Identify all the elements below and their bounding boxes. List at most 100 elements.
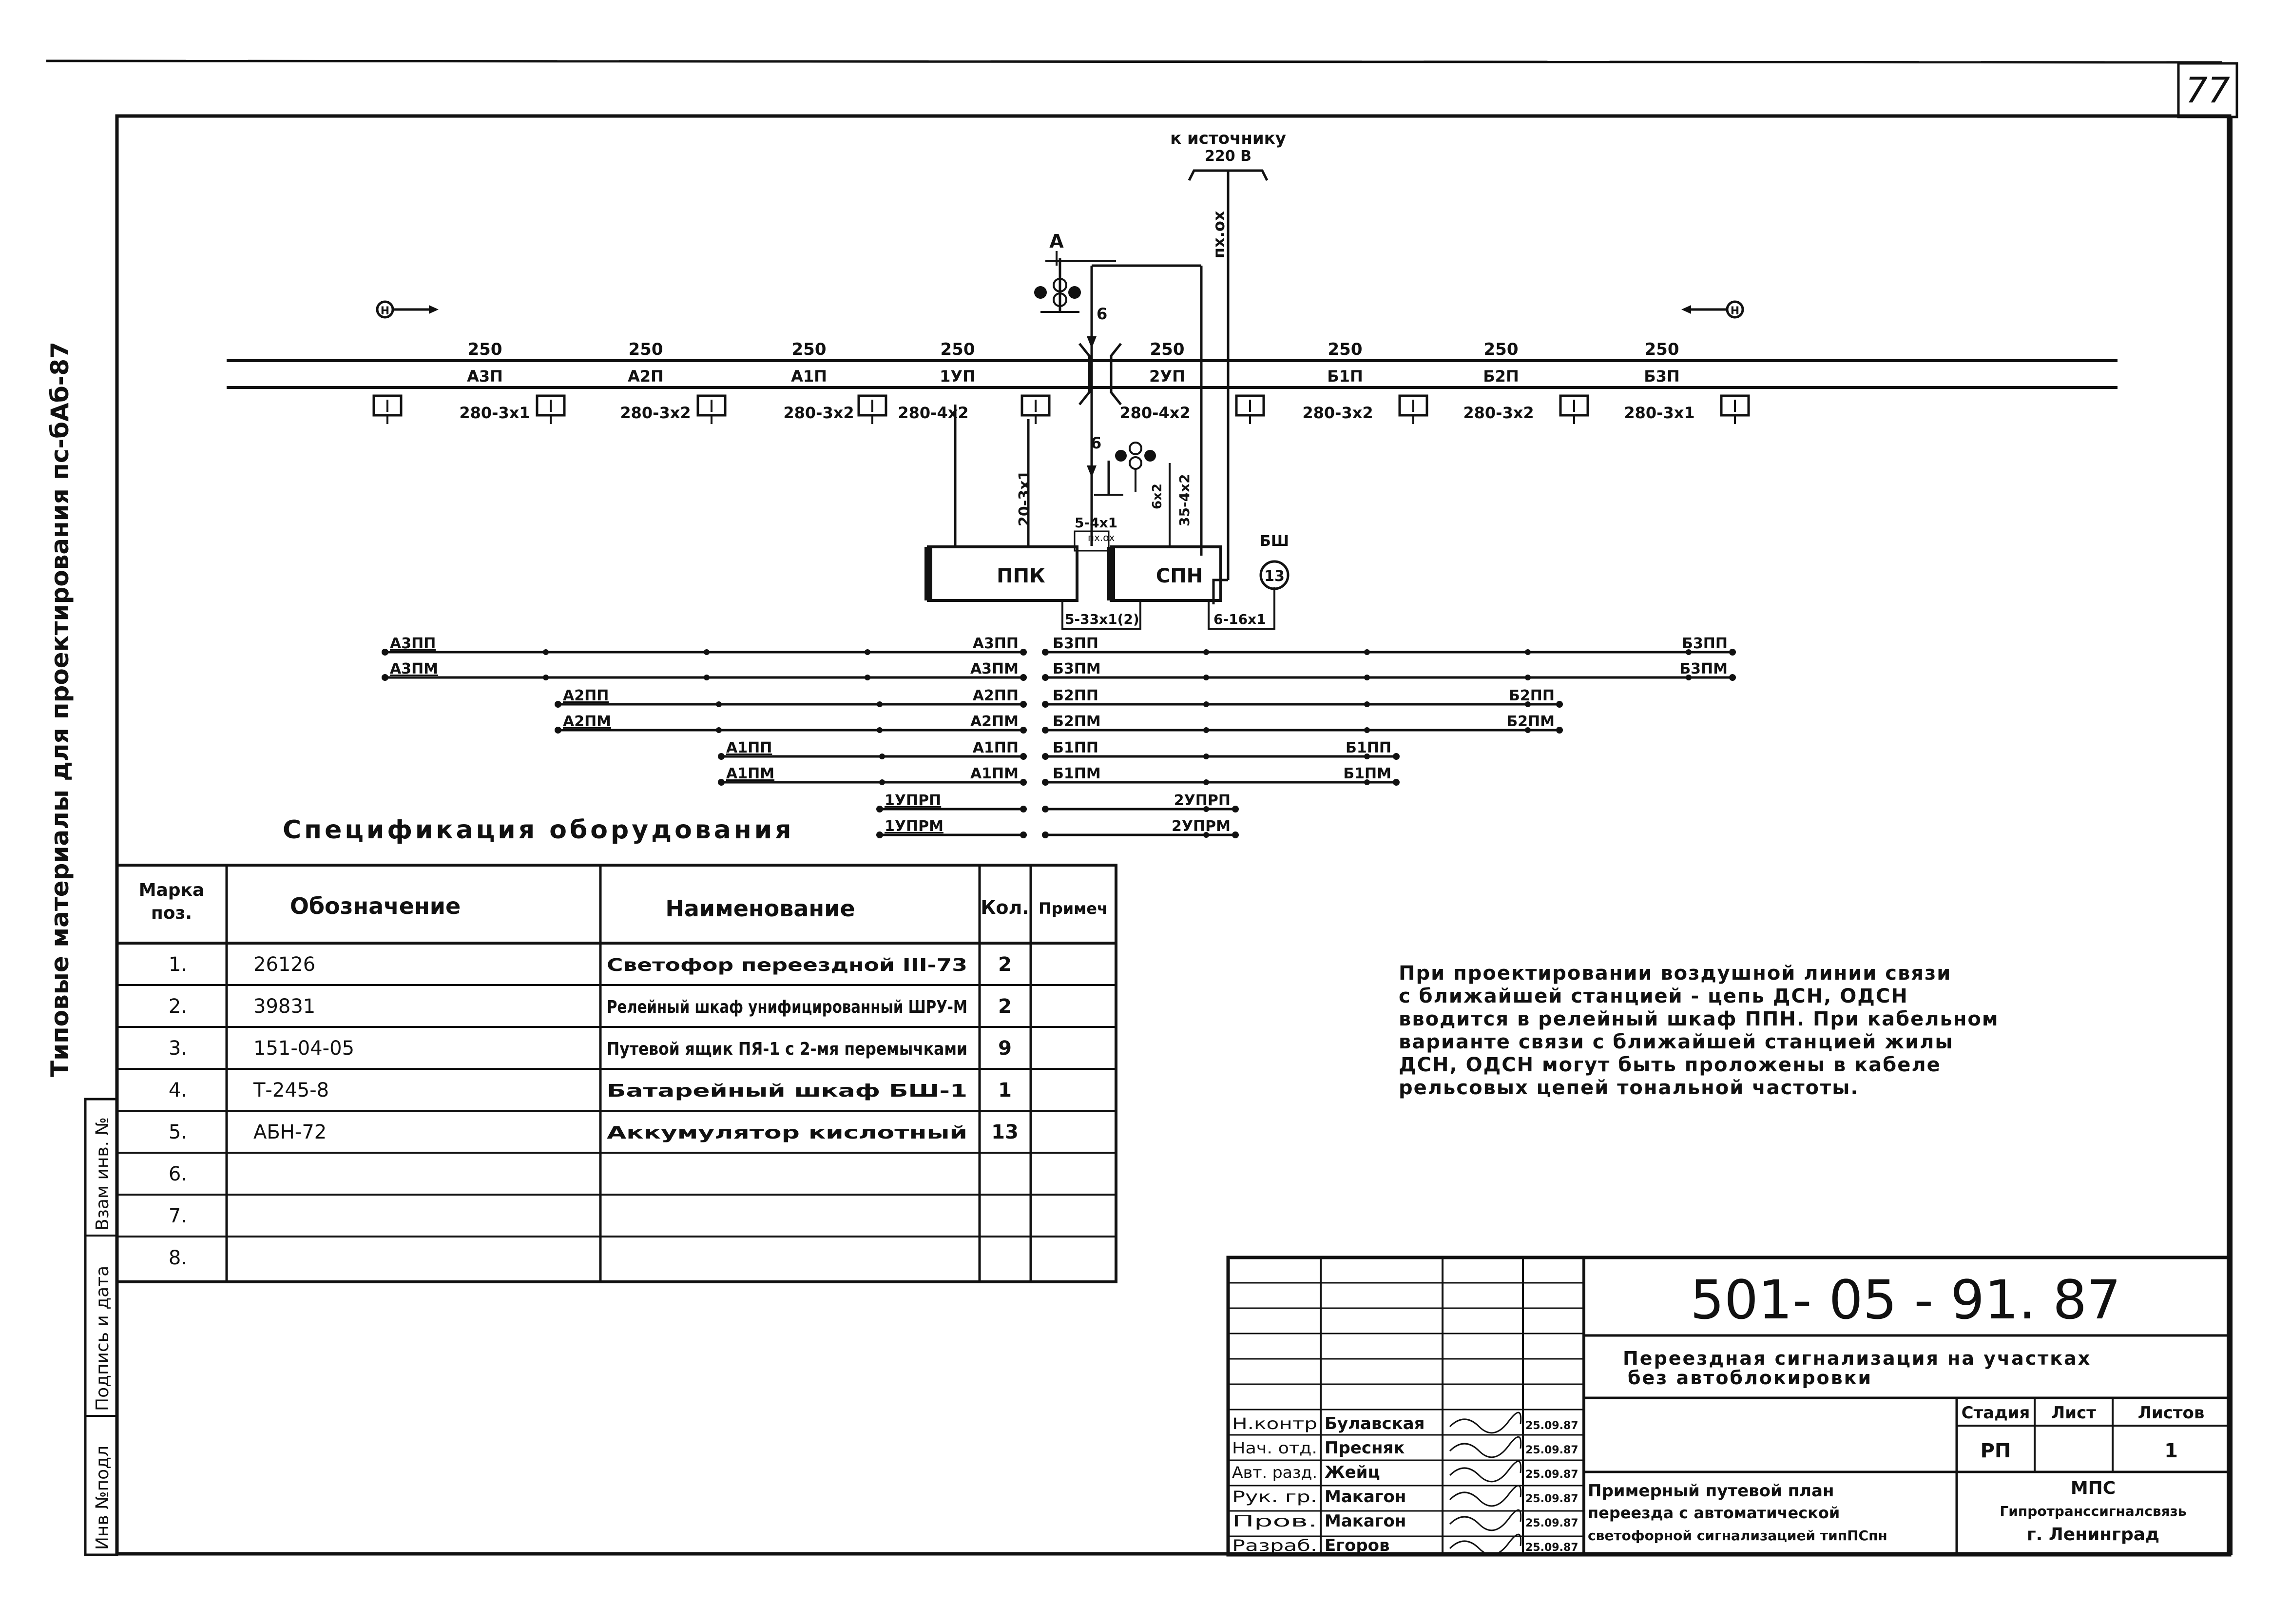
circuit-start-label: Б3ПМ bbox=[1053, 660, 1101, 677]
circuit-dot bbox=[1203, 806, 1209, 812]
segment-name: А2П bbox=[628, 367, 664, 386]
note-line: рельсовых цепей тональной частоты. bbox=[1399, 1077, 1859, 1099]
segment-name: А3П bbox=[467, 367, 503, 386]
circuit-dot bbox=[1020, 674, 1027, 681]
circuit-end-label: А1ПМ bbox=[970, 765, 1019, 782]
track-boxes bbox=[372, 394, 1750, 424]
sheets-value: 1 bbox=[2164, 1440, 2178, 1462]
cable-label-right: 280-3х2 bbox=[1463, 404, 1534, 422]
circuit-start-label: А3ПМ bbox=[390, 660, 438, 677]
circuit-dot bbox=[1042, 806, 1049, 812]
circuit-dot bbox=[1729, 674, 1736, 681]
circuit-end-label: А1ПП bbox=[973, 739, 1019, 756]
drawing-name-line2: переезда с автоматической bbox=[1588, 1504, 1840, 1522]
segment-length: 250 bbox=[1150, 340, 1185, 359]
circuit-dot bbox=[1042, 674, 1049, 681]
tb-staff-date: 25.09.87 bbox=[1525, 1493, 1579, 1505]
tb-staff-role: Рук. гр. bbox=[1232, 1488, 1317, 1506]
stage-value: РП bbox=[1981, 1440, 2011, 1462]
circuit-dot bbox=[1556, 701, 1563, 708]
signal-b-lamp-bottom bbox=[1129, 456, 1142, 470]
circuit-dot bbox=[1020, 831, 1027, 838]
circuit-dot bbox=[1203, 754, 1209, 759]
circuit-dot bbox=[382, 649, 388, 656]
signal-b-lamp-top bbox=[1129, 442, 1142, 455]
circuit-start-label: А1ПМ bbox=[726, 765, 774, 782]
tb-staff-role: Пров. bbox=[1232, 1512, 1317, 1530]
circuit-end-label: Б2ПП bbox=[1509, 687, 1555, 704]
battery-symbol bbox=[1259, 560, 1290, 590]
cable-5-33-line bbox=[1061, 600, 1141, 630]
inv-podl-label: Инв №подл bbox=[93, 1446, 113, 1550]
spec-cell-pos: 5. bbox=[169, 1121, 187, 1143]
circuit-start-label: А2ПМ bbox=[563, 713, 611, 730]
spec-cell-name: Аккумулятор кислотный bbox=[607, 1123, 967, 1143]
circuit-dot bbox=[877, 701, 883, 707]
circuit-end-label: А2ПП bbox=[973, 687, 1019, 704]
ppk-label: ППК bbox=[997, 565, 1045, 587]
note-line: При проектировании воздушной линии связи bbox=[1399, 962, 1951, 985]
circuit-dot bbox=[1203, 779, 1209, 785]
circuit-dot bbox=[555, 701, 561, 708]
podpis-data-label: Подпись и дата bbox=[93, 1266, 113, 1411]
circuit-start-label: А2ПП bbox=[563, 687, 609, 704]
spec-cell-qty: 9 bbox=[998, 1037, 1012, 1060]
circuit-dot bbox=[876, 806, 883, 812]
signal-a-lamp-top bbox=[1053, 278, 1067, 292]
right-direction-arrowhead bbox=[1681, 305, 1691, 314]
segment-name: Б2П bbox=[1483, 367, 1519, 386]
circuit-start-label: Б3ПП bbox=[1053, 635, 1098, 652]
track-box bbox=[1720, 394, 1750, 417]
page-number: 77 bbox=[2185, 70, 2230, 111]
track-segments: 250А3П250А2П250А1П2501УП2502УП250Б1П250Б… bbox=[459, 340, 1694, 422]
cable-label-right: 280-3х2 bbox=[1302, 404, 1373, 422]
circuit-end-label: А2ПМ bbox=[970, 713, 1019, 730]
spec-cell-qty: 2 bbox=[998, 953, 1012, 976]
tb-staff-signature bbox=[1449, 1509, 1522, 1531]
circuit-end-label: Б1ПП bbox=[1346, 739, 1391, 756]
tb-staff-name: Пресняк bbox=[1325, 1438, 1405, 1458]
circuit-start-label: Б1ПМ bbox=[1053, 765, 1101, 782]
tb-staff-signature bbox=[1449, 1485, 1522, 1507]
circuit-dot bbox=[877, 727, 883, 733]
signal-b-lamp-left bbox=[1115, 450, 1127, 462]
circuit-end-label: А3ПП bbox=[973, 635, 1019, 652]
doc-code: 501- 05 - 91. 87 bbox=[1690, 1269, 2121, 1331]
tb-staff-role: Нач. отд. bbox=[1232, 1439, 1317, 1457]
circuit-dot bbox=[879, 754, 885, 759]
circuit-dot bbox=[1042, 701, 1049, 708]
circuit-dot bbox=[1203, 727, 1209, 733]
circuit-end-label: Б3ПМ bbox=[1679, 660, 1728, 677]
cable-6b-arrow bbox=[1087, 465, 1097, 478]
org-line3: г. Ленинград bbox=[2027, 1525, 2159, 1545]
battery-count: 13 bbox=[1264, 568, 1285, 585]
spec-header-pos: поз. bbox=[151, 903, 192, 923]
tb-staff-signature bbox=[1449, 1533, 1522, 1556]
cable-6-16-line bbox=[1208, 587, 1275, 630]
spec-title: Спецификация оборудования bbox=[283, 815, 794, 845]
tb-staff-name: Жейц bbox=[1325, 1463, 1380, 1482]
tb-staff-date: 25.09.87 bbox=[1525, 1469, 1579, 1481]
source-to-spn bbox=[1212, 579, 1228, 604]
circuit-dot bbox=[1729, 649, 1736, 656]
note-line: варианте связи с ближайшей станцией жилы bbox=[1399, 1031, 1954, 1053]
title-block-frame bbox=[1226, 1256, 2232, 1557]
spec-cell-pos: 4. bbox=[169, 1079, 187, 1102]
tb-staff-date: 25.09.87 bbox=[1525, 1517, 1579, 1529]
cable-5-33-label: 5-33х1(2) bbox=[1065, 611, 1139, 627]
signal-a-lamp-bottom bbox=[1053, 292, 1067, 307]
circuit-dot bbox=[1020, 779, 1027, 786]
cable-6x2-label: 6х2 bbox=[1150, 483, 1165, 509]
circuit-dot bbox=[704, 649, 710, 655]
circuit-dot bbox=[1042, 831, 1049, 838]
tb-staff-signature bbox=[1449, 1436, 1522, 1458]
tb-staff-name: Егоров bbox=[1325, 1536, 1390, 1555]
spec-header-name: Наименование bbox=[665, 895, 855, 922]
circuit-dot bbox=[543, 675, 549, 680]
cable-20-3x1-label: 20-3х1 bbox=[1016, 470, 1033, 526]
org-line1: МПС bbox=[2071, 1478, 2116, 1498]
segment-length: 250 bbox=[1645, 340, 1679, 359]
spec-header-code: Обозначение bbox=[290, 893, 461, 919]
spec-cell-code: Т-245-8 bbox=[253, 1079, 329, 1102]
